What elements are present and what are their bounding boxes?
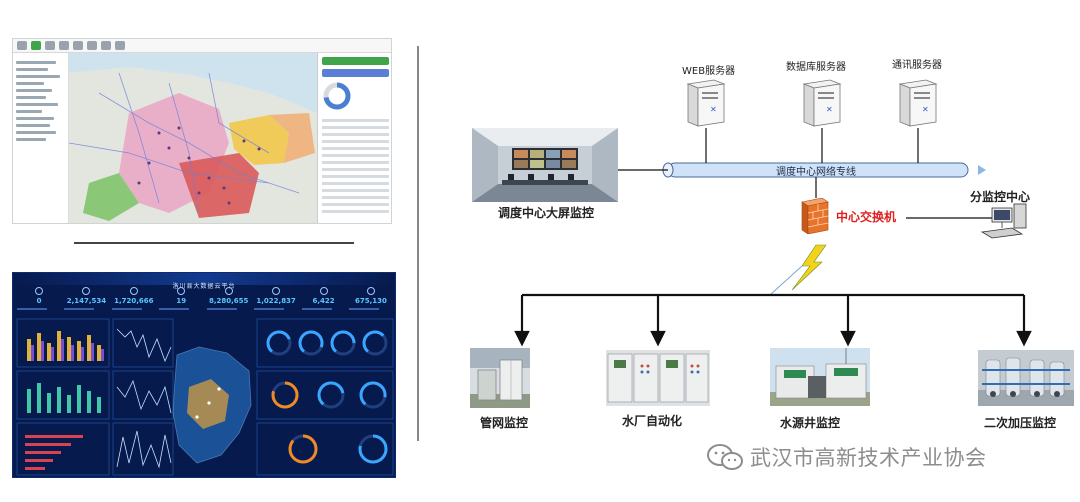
database-server-label: 数据库服务器	[786, 62, 846, 73]
tool-icon	[101, 41, 111, 50]
tool-icon	[59, 41, 69, 50]
kpi-item: 0	[17, 287, 61, 317]
water-source-well-label: 水源井监控	[780, 416, 841, 430]
kpi-value: 0	[36, 297, 42, 305]
gis-map-screenshot	[12, 38, 392, 224]
gis-map-canvas	[68, 53, 317, 223]
wireless-lightning-icon	[791, 244, 827, 291]
svg-text:✕: ✕	[922, 105, 929, 114]
booster-pump-station-photo	[978, 350, 1074, 406]
kpi-icon	[82, 287, 91, 295]
topology-lines	[514, 128, 1032, 347]
control-room-label: 调度中心大屏监控	[498, 206, 595, 220]
dashboard-widgets-art	[16, 318, 394, 476]
tool-icon	[87, 41, 97, 50]
web-server-icon: ✕	[686, 79, 726, 127]
bigdata-dashboard-screenshot: 洛川县大数据云平台 0 2,147,534 1,720,666 19 8,280…	[12, 272, 396, 478]
kpi-icon	[319, 287, 328, 295]
svg-text:✕: ✕	[826, 105, 833, 114]
divider-horizontal	[74, 242, 354, 244]
center-switch-label: 中心交换机	[836, 210, 897, 224]
kpi-value: 19	[176, 297, 187, 305]
kpi-item: 6,422	[301, 287, 346, 317]
kpi-item: 1,720,666	[111, 287, 156, 317]
pipe-network-label: 管网监控	[480, 416, 529, 430]
kpi-icon	[35, 287, 43, 295]
divider-vertical	[417, 46, 419, 441]
kpi-icon	[272, 287, 281, 295]
kpi-value: 8,280,655	[208, 297, 249, 305]
dashboard-title: 洛川县大数据云平台	[172, 283, 236, 290]
gis-toolbar	[13, 39, 391, 53]
gis-map-art	[68, 53, 317, 221]
booster-pump-label: 二次加压监控	[984, 416, 1057, 430]
tool-icon	[115, 41, 125, 50]
tool-icon	[31, 41, 41, 50]
network-line-label: 调度中心网络专线	[776, 167, 856, 178]
wechat-logo-icon	[707, 444, 743, 470]
control-room-photo	[472, 128, 618, 202]
tool-icon	[17, 41, 27, 50]
kpi-value: 675,130	[355, 297, 387, 305]
kpi-value: 2,147,534	[66, 297, 107, 305]
kpi-item: 19	[159, 287, 203, 317]
gis-layer-tree	[13, 53, 69, 223]
kpi-item: 8,280,655	[206, 287, 251, 317]
web-server-label: WEB服务器	[682, 66, 736, 77]
kpi-icon	[129, 287, 138, 295]
svg-text:✕: ✕	[710, 105, 717, 114]
kpi-value: 6,422	[312, 297, 335, 305]
tool-icon	[45, 41, 55, 50]
kpi-icon	[177, 287, 186, 295]
kpi-value: 1,022,837	[256, 297, 296, 305]
gis-side-panel	[317, 53, 391, 223]
kpi-icon	[366, 287, 375, 295]
database-server-icon: ✕	[802, 79, 842, 127]
kpi-item: 2,147,534	[64, 287, 108, 317]
kpi-item: 1,022,837	[254, 287, 298, 317]
kpi-icon	[224, 287, 233, 295]
water-source-well-photo	[770, 348, 870, 406]
computer-workstation-icon	[980, 203, 1027, 239]
tool-icon	[73, 41, 83, 50]
firewall-switch-icon	[801, 198, 829, 234]
gis-donut-icon	[323, 82, 351, 110]
water-plant-label: 水厂自动化	[622, 414, 683, 428]
communication-server-icon: ✕	[898, 79, 938, 127]
communication-server-label: 通讯服务器	[892, 60, 942, 71]
watermark-text: 武汉市高新技术产业协会	[750, 446, 987, 470]
water-plant-control-cabinet-photo	[606, 350, 710, 406]
sub-center-label: 分监控中心	[970, 190, 1031, 204]
pipe-network-cabinet-photo	[470, 348, 530, 408]
kpi-item: 675,130	[348, 287, 393, 317]
dashboard-kpi-row: 0 2,147,534 1,720,666 19 8,280,655 1,022…	[17, 287, 393, 317]
kpi-value: 1,720,666	[114, 297, 154, 305]
system-topology-diagram: ✕ ✕ ✕ WEB服务器 数据库服务器 通讯服务器 调度中心网络专线 调度中心大…	[430, 40, 1074, 490]
dashboard-header: 洛川县大数据云平台	[13, 273, 395, 290]
